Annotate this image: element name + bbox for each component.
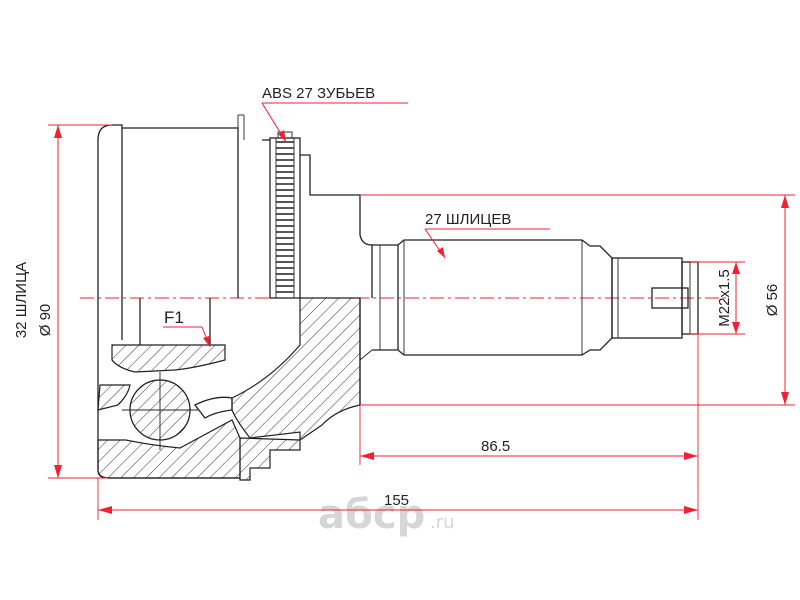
watermark: aбcp .ru xyxy=(318,492,455,538)
seal-diameter-label: Ø 56 xyxy=(764,284,781,317)
splined-shaft xyxy=(359,239,613,361)
watermark-brand: aбcp xyxy=(318,492,425,538)
total-length-label: 155 xyxy=(384,492,409,509)
outer-diameter-label: Ø 90 xyxy=(37,304,54,337)
abs-teeth xyxy=(276,141,294,293)
thread-label: M22x1.5 xyxy=(716,269,733,327)
housing-section xyxy=(97,298,241,479)
abs-teeth-label: ABS 27 ЗУБЬЕВ xyxy=(262,85,375,102)
inner-splines-label: 32 ШЛИЦА xyxy=(13,262,30,338)
labels: ABS 27 ЗУБЬЕВ 27 ШЛИЦЕВ F1 86.5 155 Ø 90… xyxy=(13,85,781,509)
f1-label: F1 xyxy=(164,308,184,327)
outer-splines-label: 27 ШЛИЦЕВ xyxy=(425,211,511,228)
watermark-domain: .ru xyxy=(430,512,455,533)
abs-ring xyxy=(262,131,301,299)
ball xyxy=(122,372,233,450)
dimension-lines xyxy=(48,102,795,520)
shaft-length-label: 86.5 xyxy=(481,438,510,455)
joint-neck xyxy=(231,154,373,481)
